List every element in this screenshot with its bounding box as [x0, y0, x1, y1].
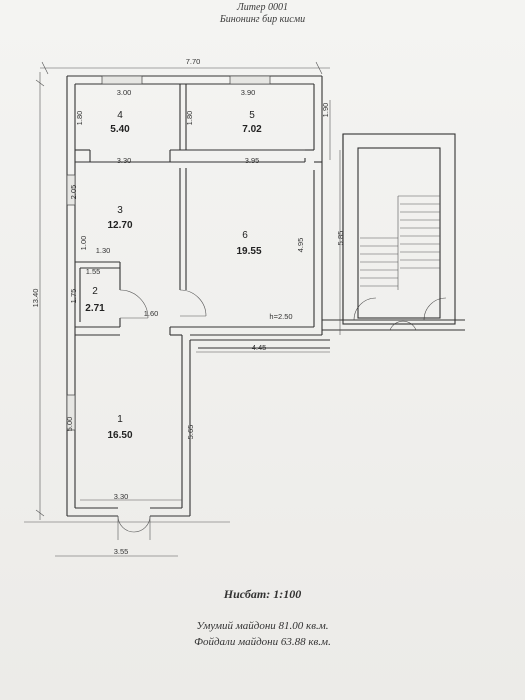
room-6-area: 19.55	[236, 246, 261, 257]
dim-room6-height: 4.95	[296, 238, 305, 253]
dimension-labels: 7.70 3.00 3.90 1.80 1.80 1.90 3.30 3.95 …	[31, 57, 345, 556]
total-area: Умумий майдони 81.00 кв.м.	[196, 620, 329, 632]
dim-room6-bottom: 4.45	[252, 343, 267, 352]
room-3-number: 3	[117, 205, 123, 216]
room-1-area: 16.50	[107, 430, 132, 441]
windows	[66, 75, 271, 431]
drawing-subtitle: Бинонинг бир кисми	[219, 14, 306, 25]
room-4-number: 4	[117, 110, 123, 121]
useful-area: Фойдали майдони 63.88 кв.м.	[194, 636, 331, 648]
door-room-2	[119, 289, 149, 319]
outer-walls	[66, 75, 330, 517]
dim-room3-step-height: 1.00	[79, 236, 88, 251]
room-labels: 4 5.40 5 7.02 3 12.70 6 19.55 2 2.71 1 1…	[85, 110, 262, 441]
dim-room1-height: 5.00	[65, 417, 74, 432]
ceiling-height: h=2.50	[269, 312, 292, 321]
room-2-number: 2	[92, 286, 98, 297]
dim-room3-step-width: 1.30	[96, 246, 111, 255]
dim-room5-width: 3.90	[241, 88, 256, 97]
dim-room1-width-outer: 3.55	[114, 547, 129, 556]
door-stair-right	[423, 297, 447, 321]
room-4-area: 5.40	[110, 124, 130, 135]
dim-room3-width: 3.30	[117, 156, 132, 165]
door-room-6	[179, 289, 207, 317]
dim-room2-height: 1.75	[69, 289, 78, 304]
room-5-area: 7.02	[242, 124, 262, 135]
dim-room3-height: 2.05	[69, 185, 78, 200]
stairwell	[322, 133, 465, 331]
interior-walls	[75, 84, 305, 340]
dim-room1-width-inner: 3.30	[114, 492, 129, 501]
dim-stair-height: 5.85	[336, 231, 345, 246]
dim-room6-width: 3.95	[245, 156, 260, 165]
dim-room4-height: 1.80	[75, 111, 84, 126]
entrance-door	[117, 515, 135, 533]
room-3-area: 12.70	[107, 220, 132, 231]
dim-overall-width: 7.70	[186, 57, 201, 66]
dim-room4-width: 3.00	[117, 88, 132, 97]
dim-corridor-right: 1.90	[321, 103, 330, 118]
dim-room1-right-height: 5.65	[186, 425, 195, 440]
drawing-title: Литер 0001	[237, 2, 288, 13]
door-stair-mid	[389, 320, 417, 331]
door-stair-left	[353, 297, 377, 321]
dim-overall-height: 13.40	[31, 289, 40, 308]
doors	[117, 289, 447, 540]
dimension-lines	[24, 61, 341, 557]
dim-room5-height: 1.80	[185, 111, 194, 126]
room-2-area: 2.71	[85, 303, 105, 314]
drawing-scale: Нисбат: 1:100	[223, 587, 302, 601]
room-6-number: 6	[242, 230, 248, 241]
room-1-number: 1	[117, 414, 123, 425]
dim-room2-door: 1.60	[144, 309, 159, 318]
dim-room2-width: 1.55	[86, 267, 101, 276]
room-5-number: 5	[249, 110, 255, 121]
